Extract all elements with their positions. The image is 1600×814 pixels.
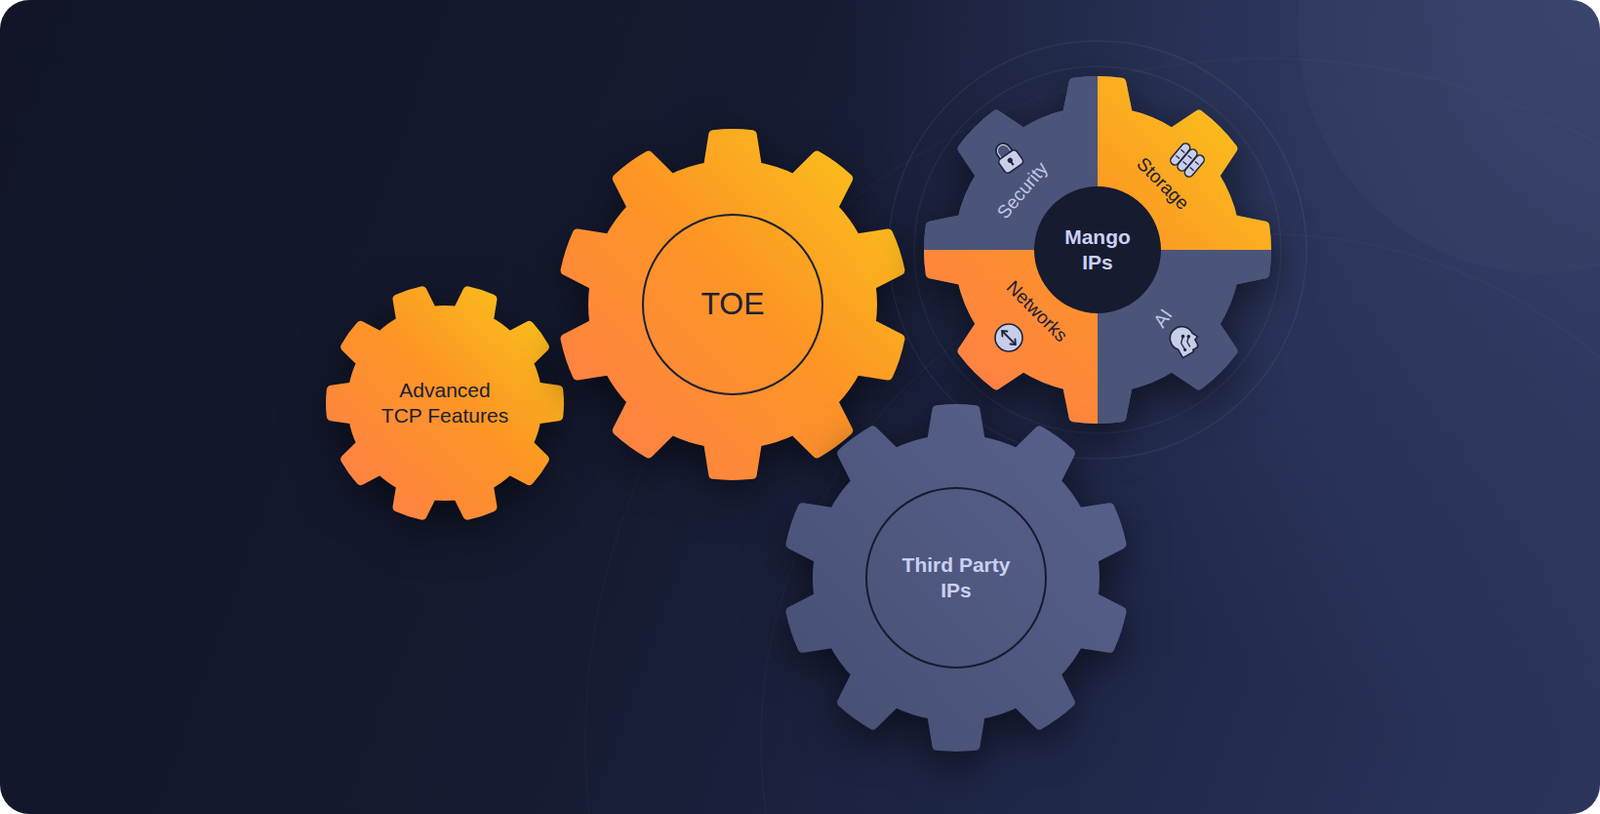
inner-ring	[642, 214, 823, 395]
gear-label: Third Party IPs	[895, 552, 1017, 602]
gear: TOE	[557, 128, 909, 480]
gear-outline	[928, 80, 1267, 419]
hub-circle: Mango IPs	[1034, 186, 1161, 314]
hub-gear: Mango IPsSecurityStorageNetworksAI	[923, 76, 1272, 424]
gear-label: Mango IPs	[1056, 224, 1139, 275]
network-icon	[995, 323, 1023, 352]
ai-icon	[1165, 320, 1203, 360]
quadrant-fill	[1097, 249, 1267, 419]
gear-outline	[790, 408, 1121, 747]
gear-label: TOE	[654, 284, 811, 323]
text-stack: TOE	[654, 284, 811, 323]
gear-shape	[325, 283, 564, 522]
quadrant-fill	[928, 80, 1098, 250]
text-stack: Third Party IPs	[895, 552, 1017, 602]
storage-icon	[1168, 141, 1206, 179]
text-stack: Mango IPs	[1056, 224, 1139, 275]
quadrant-fill	[1097, 80, 1267, 250]
glow-disc	[1297, 0, 1600, 274]
gear-outline	[565, 133, 901, 476]
lock-icon	[990, 138, 1025, 174]
gear-outline	[330, 290, 560, 515]
gear-shape	[782, 403, 1130, 752]
halo-ring	[914, 66, 1281, 434]
text-stack: Advanced TCP Features	[378, 377, 512, 428]
halo-ring	[888, 40, 1307, 459]
gear: Advanced TCP Features	[325, 283, 564, 522]
gear: Third Party IPs	[782, 403, 1130, 752]
gear-label: Advanced TCP Features	[378, 377, 512, 428]
quadrant-fill	[928, 249, 1098, 419]
inner-ring	[866, 487, 1046, 668]
